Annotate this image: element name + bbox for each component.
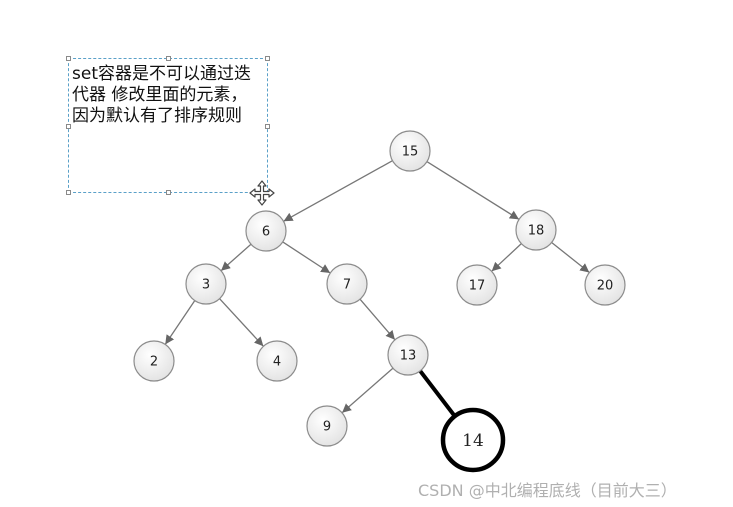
edge-15-6 bbox=[283, 159, 395, 222]
tree-node-18[interactable]: 18 bbox=[515, 209, 557, 251]
node-label: 7 bbox=[343, 278, 351, 293]
tree-node-13[interactable]: 13 bbox=[387, 334, 429, 376]
edge-3-2 bbox=[165, 298, 197, 345]
tree-node-14[interactable]: 14 bbox=[440, 407, 506, 473]
node-circle bbox=[326, 263, 368, 305]
tree-node-15[interactable]: 15 bbox=[389, 130, 431, 172]
note-textbox[interactable]: set容器是不可以通过迭代器 修改里面的元素，因为默认有了排序规则 bbox=[66, 56, 270, 195]
edge-18-20 bbox=[549, 240, 590, 273]
resize-handle-tm[interactable] bbox=[166, 56, 171, 61]
edge-18-17 bbox=[491, 241, 524, 272]
node-circle bbox=[440, 407, 506, 473]
resize-handle-mr[interactable] bbox=[265, 124, 270, 129]
note-text: set容器是不可以通过迭代器 修改里面的元素，因为默认有了排序规则 bbox=[72, 64, 251, 126]
edge-15-18 bbox=[424, 159, 519, 220]
node-circle bbox=[245, 210, 287, 252]
edge-6-3 bbox=[221, 242, 254, 271]
watermark: CSDN @中北编程底线（目前大三） bbox=[418, 481, 677, 500]
edge-3-4 bbox=[217, 296, 264, 347]
node-label: 2 bbox=[150, 355, 158, 370]
node-circle bbox=[584, 264, 626, 306]
node-circle bbox=[306, 405, 348, 447]
resize-handle-bm[interactable] bbox=[166, 190, 171, 195]
tree-node-20[interactable]: 20 bbox=[584, 264, 626, 306]
node-circle bbox=[185, 263, 227, 305]
node-circle bbox=[256, 340, 298, 382]
node-label: 14 bbox=[462, 431, 484, 451]
node-circle bbox=[387, 334, 429, 376]
node-label: 15 bbox=[402, 145, 419, 160]
node-label: 9 bbox=[323, 420, 331, 435]
tree-node-2[interactable]: 2 bbox=[133, 340, 175, 382]
tree-node-9[interactable]: 9 bbox=[306, 405, 348, 447]
resize-handle-ml[interactable] bbox=[66, 124, 71, 129]
tree-node-7[interactable]: 7 bbox=[326, 263, 368, 305]
edge-13-9 bbox=[342, 366, 396, 413]
node-label: 6 bbox=[262, 225, 270, 240]
move-cursor-icon[interactable] bbox=[249, 180, 275, 206]
tree-node-17[interactable]: 17 bbox=[456, 264, 498, 306]
node-circle bbox=[133, 340, 175, 382]
resize-handle-bl[interactable] bbox=[66, 190, 71, 195]
node-circle bbox=[389, 130, 431, 172]
node-label: 20 bbox=[597, 279, 614, 294]
edge-13-14 bbox=[416, 367, 458, 420]
resize-handle-tl[interactable] bbox=[66, 56, 71, 61]
node-label: 4 bbox=[273, 355, 281, 370]
tree-node-6[interactable]: 6 bbox=[245, 210, 287, 252]
node-circle bbox=[456, 264, 498, 306]
node-label: 18 bbox=[528, 224, 545, 239]
node-label: 17 bbox=[469, 279, 486, 294]
tree-node-3[interactable]: 3 bbox=[185, 263, 227, 305]
node-circle bbox=[515, 209, 557, 251]
resize-handle-tr[interactable] bbox=[265, 56, 270, 61]
tree-node-4[interactable]: 4 bbox=[256, 340, 298, 382]
node-label: 13 bbox=[400, 349, 417, 364]
edge-6-7 bbox=[280, 240, 331, 274]
node-label: 3 bbox=[202, 278, 210, 293]
edge-7-13 bbox=[358, 297, 395, 340]
